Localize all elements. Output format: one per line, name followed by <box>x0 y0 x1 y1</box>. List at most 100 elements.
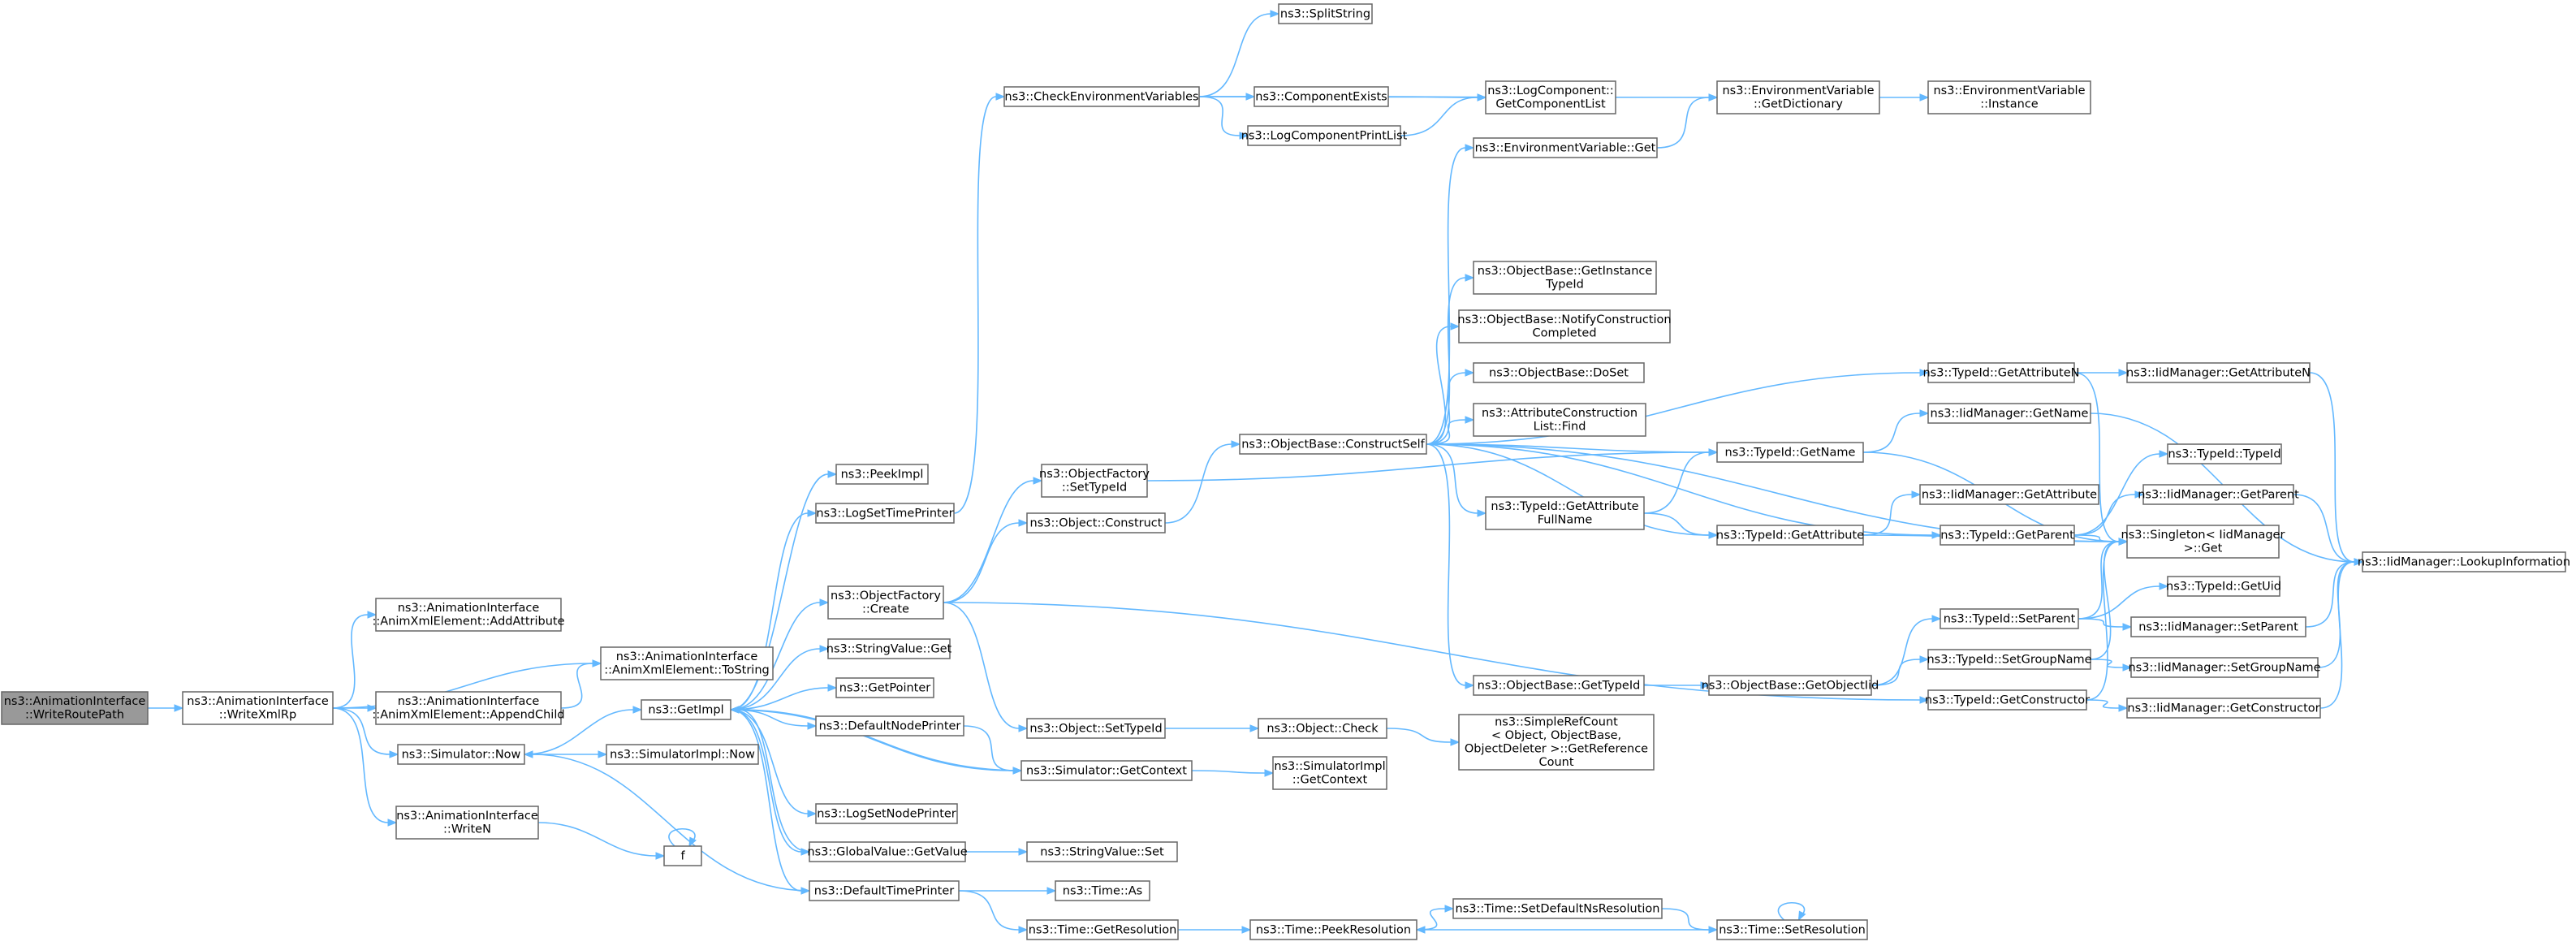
node-ns3-animationinterface-writen[interactable]: ns3::AnimationInterface::WriteN <box>395 806 539 840</box>
node-label: ns3::SimpleRefCount <box>1495 716 1618 729</box>
node-box <box>1272 756 1387 790</box>
node-ns3-typeid-setparent[interactable]: ns3::TypeId::SetParent <box>1940 608 2079 629</box>
node-ns3-logcomponentprintlist[interactable]: ns3::LogComponentPrintList <box>1241 125 1408 146</box>
node-box <box>1716 525 1864 546</box>
node-ns3-checkenvironmentvariables[interactable]: ns3::CheckEnvironmentVariables <box>1003 86 1200 107</box>
call-edge <box>1164 440 1241 524</box>
node-ns3-stringvalue-get[interactable]: ns3::StringValue::Get <box>826 638 952 659</box>
node-label: ns3::SplitString <box>1280 7 1370 20</box>
node-ns3-defaulttimeprinter[interactable]: ns3::DefaultTimePrinter <box>809 880 960 901</box>
node-box <box>1 691 149 725</box>
node-box <box>1473 137 1658 158</box>
node-ns3-simplerefcount-object-objectbase-objectdeleter-getreferencecount[interactable]: ns3::SimpleRefCount< Object, ObjectBase,… <box>1458 714 1655 771</box>
node-ns3-simulatorimpl-getcontext[interactable]: ns3::SimulatorImpl::GetContext <box>1272 756 1387 790</box>
node-ns3-animationinterface-writexmlrp[interactable]: ns3::AnimationInterface::WriteXmlRp <box>182 691 334 725</box>
node-ns3-environmentvariable-get[interactable]: ns3::EnvironmentVariable::Get <box>1473 137 1658 158</box>
node-box <box>2130 657 2319 678</box>
node-ns3-iidmanager-getattribute[interactable]: ns3::IidManager::GetAttribute <box>1919 484 2099 505</box>
node-ns3-object-construct[interactable]: ns3::Object::Construct <box>1026 512 1166 533</box>
node-label: ns3::AnimationInterface <box>398 695 540 708</box>
call-edge <box>1426 369 1930 445</box>
node-ns3-animationinterface-animxmlelement-tostring[interactable]: ns3::AnimationInterface::AnimXmlElement:… <box>600 646 774 680</box>
node-ns3-object-check[interactable]: ns3::Object::Check <box>1258 718 1387 739</box>
node-label: ns3::Object::Construct <box>1030 516 1163 529</box>
call-edge <box>332 707 399 758</box>
node-ns3-iidmanager-getattributen[interactable]: ns3::IidManager::GetAttributeN <box>2126 362 2311 383</box>
node-ns3-iidmanager-getname[interactable]: ns3::IidManager::GetName <box>1927 403 2091 424</box>
node-label: ::GetDictionary <box>1754 98 1843 111</box>
node-ns3-typeid-getconstructor[interactable]: ns3::TypeId::GetConstructor <box>1925 689 2090 711</box>
node-ns3-time-as[interactable]: ns3::Time::As <box>1055 880 1150 901</box>
node-box <box>182 691 334 725</box>
node-ns3-objectbase-doset[interactable]: ns3::ObjectBase::DoSet <box>1473 362 1645 383</box>
node-ns3-defaultnodeprinter[interactable]: ns3::DefaultNodePrinter <box>815 715 964 736</box>
node-ns3-objectbase-notifyconstructioncompleted[interactable]: ns3::ObjectBase::NotifyConstructionCompl… <box>1457 309 1672 343</box>
node-box <box>835 464 929 485</box>
node-ns3-objectbase-gettypeid[interactable]: ns3::ObjectBase::GetTypeId <box>1473 675 1645 696</box>
node-ns3-iidmanager-getconstructor[interactable]: ns3::IidManager::GetConstructor <box>2126 698 2321 719</box>
node-ns3-time-getresolution[interactable]: ns3::Time::GetResolution <box>1026 919 1179 940</box>
node-box <box>2126 698 2321 719</box>
node-ns3-iidmanager-lookupinformation[interactable]: ns3::IidManager::LookupInformation <box>2358 551 2570 572</box>
call-edge <box>2078 618 2133 631</box>
node-label: ::WriteRoutePath <box>25 709 124 722</box>
node-ns3-logcomponent-getcomponentlist[interactable]: ns3::LogComponent::GetComponentList <box>1485 80 1616 114</box>
node-ns3-typeid-getattribute[interactable]: ns3::TypeId::GetAttribute <box>1716 525 1864 546</box>
node-ns3-object-settypeid[interactable]: ns3::Object::SetTypeId <box>1026 718 1166 739</box>
node-box <box>606 744 759 765</box>
node-ns3-time-peekresolution[interactable]: ns3::Time::PeekResolution <box>1249 919 1417 940</box>
call-edge <box>1415 926 1717 934</box>
node-label: ns3::ObjectBase::ConstructSelf <box>1241 438 1425 451</box>
call-edge <box>1198 10 1280 97</box>
call-edge <box>332 611 378 709</box>
node-f[interactable]: f <box>663 845 702 866</box>
call-edge <box>959 887 1057 895</box>
node-ns3-typeid-getuid[interactable]: ns3::TypeId::GetUid <box>2166 576 2281 597</box>
node-ns3-environmentvariable-getdictionary[interactable]: ns3::EnvironmentVariable::GetDictionary <box>1716 80 1880 114</box>
node-ns3-time-setdefaultnsresolution[interactable]: ns3::Time::SetDefaultNsResolution <box>1452 898 1663 919</box>
node-ns3-objectbase-constructself[interactable]: ns3::ObjectBase::ConstructSelf <box>1239 434 1427 455</box>
node-ns3-simulator-getcontext[interactable]: ns3::Simulator::GetContext <box>1020 760 1193 781</box>
node-label: ns3::ObjectBase::GetTypeId <box>1478 679 1641 692</box>
node-ns3-singleton-iidmanager-get[interactable]: ns3::Singleton< IidManager>::Get <box>2121 525 2285 559</box>
node-ns3-componentexists[interactable]: ns3::ComponentExists <box>1253 86 1389 107</box>
node-ns3-splitstring[interactable]: ns3::SplitString <box>1278 3 1373 24</box>
node-label: Completed <box>1532 327 1596 340</box>
node-label: ns3::IidManager::SetGroupName <box>2128 661 2320 674</box>
node-box <box>1485 80 1616 114</box>
node-ns3-getpointer[interactable]: ns3::GetPointer <box>835 677 934 698</box>
node-ns3-objectbase-getobjectiid[interactable]: ns3::ObjectBase::GetObjectIid <box>1702 675 1879 696</box>
node-ns3-typeid-setgroupname[interactable]: ns3::TypeId::SetGroupName <box>1927 649 2092 670</box>
node-ns3-logsettimeprinter[interactable]: ns3::LogSetTimePrinter <box>815 503 955 524</box>
node-ns3-animationinterface-animxmlelement-appendchild[interactable]: ns3::AnimationInterface::AnimXmlElement:… <box>372 691 565 725</box>
node-ns3-environmentvariable-instance[interactable]: ns3::EnvironmentVariable::Instance <box>1927 80 2091 114</box>
node-ns3-objectfactory-settypeid[interactable]: ns3::ObjectFactory::SetTypeId <box>1039 464 1150 498</box>
node-ns3-time-setresolution[interactable]: ns3::Time::SetResolution <box>1716 919 1868 940</box>
node-ns3-iidmanager-setgroupname[interactable]: ns3::IidManager::SetGroupName <box>2128 657 2321 678</box>
call-edges <box>148 10 2364 934</box>
node-label: ns3::AnimationInterface <box>187 695 329 708</box>
node-label: ns3::LogSetTimePrinter <box>816 507 953 520</box>
call-edge <box>729 706 810 853</box>
node-ns3-typeid-getattributen[interactable]: ns3::TypeId::GetAttributeN <box>1922 362 2080 383</box>
node-ns3-stringvalue-set[interactable]: ns3::StringValue::Set <box>1026 841 1178 862</box>
node-ns3-simulatorimpl-now[interactable]: ns3::SimulatorImpl::Now <box>606 744 759 765</box>
node-box <box>1452 898 1663 919</box>
node-ns3-getimpl[interactable]: ns3::GetImpl <box>641 699 731 720</box>
node-ns3-globalvalue-getvalue[interactable]: ns3::GlobalValue::GetValue <box>807 841 968 862</box>
node-ns3-peekimpl[interactable]: ns3::PeekImpl <box>835 464 929 485</box>
node-ns3-simulator-now[interactable]: ns3::Simulator::Now <box>397 744 525 765</box>
call-edge <box>1426 322 1461 445</box>
node-ns3-typeid-typeid[interactable]: ns3::TypeId::TypeId <box>2167 443 2282 464</box>
node-ns3-objectfactory-create[interactable]: ns3::ObjectFactory::Create <box>827 585 944 620</box>
node-ns3-animationinterface-animxmlelement-addattribute[interactable]: ns3::AnimationInterface::AnimXmlElement:… <box>372 598 565 632</box>
node-ns3-iidmanager-setparent[interactable]: ns3::IidManager::SetParent <box>2130 616 2306 637</box>
node-ns3-logsetnodeprinter[interactable]: ns3::LogSetNodePrinter <box>815 803 958 824</box>
node-ns3-animationinterface-writeroutepath[interactable]: ns3::AnimationInterface::WriteRoutePath <box>1 691 149 725</box>
node-ns3-typeid-getname[interactable]: ns3::TypeId::GetName <box>1716 442 1864 463</box>
node-ns3-iidmanager-getparent[interactable]: ns3::IidManager::GetParent <box>2138 484 2299 505</box>
node-ns3-typeid-getparent[interactable]: ns3::TypeId::GetParent <box>1940 525 2075 546</box>
